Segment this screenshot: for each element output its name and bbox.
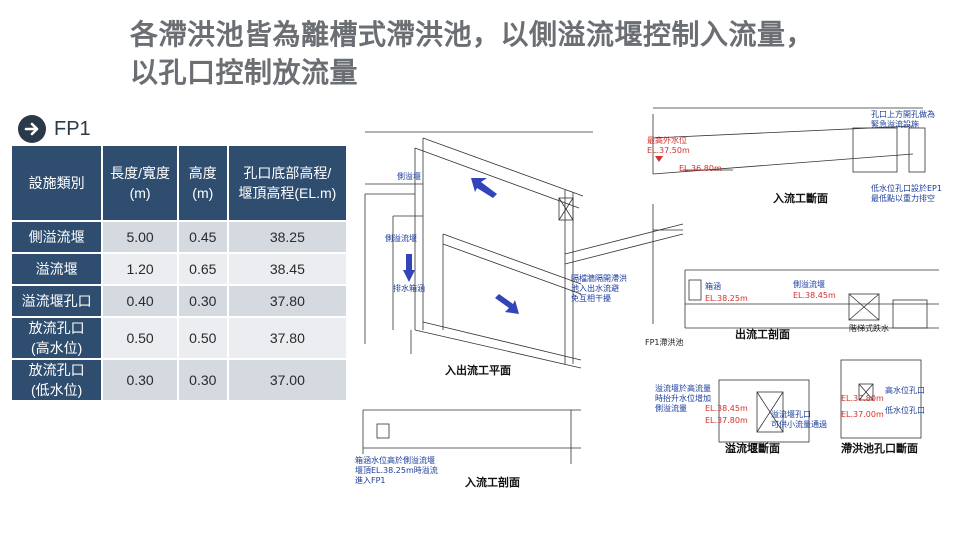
cell-length: 0.40 (101, 284, 179, 318)
cell-elevation: 37.80 (226, 316, 349, 360)
drawing-lines (362, 107, 939, 464)
label-weir-orifice: 溢流堰孔口可供小流量通過 (771, 410, 827, 429)
facility-table: 設施類別 長度/寬度(m) 高度(m) 孔口底部高程/堰頂高程(EL.m) 側溢… (9, 144, 349, 402)
slide-title: 各滯洪池皆為離槽式滯洪池，以側溢流堰控制入流量， 以孔口控制放流量 (130, 16, 930, 92)
cell-height: 0.30 (176, 284, 229, 318)
cell-height: 0.65 (176, 252, 229, 286)
cell-facility-type: 溢流堰孔口 (9, 284, 104, 318)
cell-facility-type: 溢流堰 (9, 252, 104, 286)
title-inflow-profile: 入流工剖面 (465, 476, 520, 488)
section-label: FP1 (54, 117, 91, 140)
header-length-width: 長度/寬度(m) (101, 144, 179, 222)
label-el-3845b: EL.38.45m (705, 404, 748, 413)
cell-facility-type: 放流孔口(低水位) (9, 358, 104, 402)
title-plan: 入出流工平面 (445, 364, 511, 377)
cell-length: 5.00 (101, 220, 179, 254)
title-line-2: 以孔口控制放流量 (130, 56, 359, 89)
cell-elevation: 38.25 (226, 220, 349, 254)
cell-height: 0.45 (176, 220, 229, 254)
header-height: 高度(m) (176, 144, 229, 222)
cell-elevation: 37.00 (226, 358, 349, 402)
label-side-weir-2: 側溢流堰 (793, 280, 825, 289)
header-facility-type: 設施類別 (9, 144, 104, 222)
label-fp1-pool: FP1滯洪池 (645, 338, 684, 347)
arrow-right-circle-icon (18, 115, 46, 143)
title-outflow-section: 出流工剖面 (735, 328, 790, 341)
cell-facility-type: 放流孔口(高水位) (9, 316, 104, 360)
label-side-weir-top: 側溢堰 (397, 172, 421, 181)
cell-height: 0.30 (176, 358, 229, 402)
title-orifice-section: 滯洪池孔口斷面 (841, 442, 918, 455)
cell-facility-type: 側溢流堰 (9, 220, 104, 254)
cell-elevation: 37.80 (226, 284, 349, 318)
engineering-drawing: 側溢堰 側溢流堰 排水箱涵 隔檔牆隔開滯洪池入出水流避免互相干擾 FP1滯洪池 … (353, 94, 943, 488)
label-box-wall-note: 隔檔牆隔開滯洪池入出水流避免互相干擾 (571, 274, 627, 303)
label-el-3825: EL.38.25m (705, 294, 748, 303)
label-high-orifice: 高水位孔口 (885, 386, 925, 395)
label-stepped-drop: 階梯式跌水 (849, 324, 889, 333)
label-box-culvert: 箱涵 (705, 282, 721, 291)
cell-length: 0.50 (101, 316, 179, 360)
title-inflow-section: 入流工斷面 (773, 192, 828, 205)
cell-length: 0.30 (101, 358, 179, 402)
table-header-row: 設施類別 長度/寬度(m) 高度(m) 孔口底部高程/堰頂高程(EL.m) (9, 144, 349, 222)
header-elevation: 孔口底部高程/堰頂高程(EL.m) (226, 144, 349, 222)
label-drain-pipe: 排水箱涵 (393, 284, 425, 293)
label-orifice-note: 孔口上方開孔做為緊急溢流設施 (871, 110, 935, 129)
label-side-weir-left: 側溢流堰 (385, 234, 417, 243)
title-weir-section: 溢流堰斷面 (725, 442, 780, 455)
label-bottom-note: 箱涵水位高於側溢流堰堰頂EL.38.25m時溢流進入FP1 (355, 456, 438, 485)
label-el-3780b: EL.37.80m (841, 394, 884, 403)
cell-elevation: 38.45 (226, 252, 349, 286)
label-el-3845: EL.38.45m (793, 291, 836, 300)
cell-height: 0.50 (176, 316, 229, 360)
cell-length: 1.20 (101, 252, 179, 286)
label-weir-note: 溢流堰於高流量時抬升水位增加側溢流量 (655, 384, 711, 413)
label-low-orifice: 低水位孔口 (885, 406, 925, 415)
label-el-3680: EL.36.80m (679, 164, 722, 173)
label-el-3780: EL.37.80m (705, 416, 748, 425)
section-header: FP1 (18, 114, 91, 144)
label-el-3700: EL.37.00m (841, 410, 884, 419)
title-line-1: 各滯洪池皆為離槽式滯洪池，以側溢流堰控制入流量， (130, 18, 815, 51)
